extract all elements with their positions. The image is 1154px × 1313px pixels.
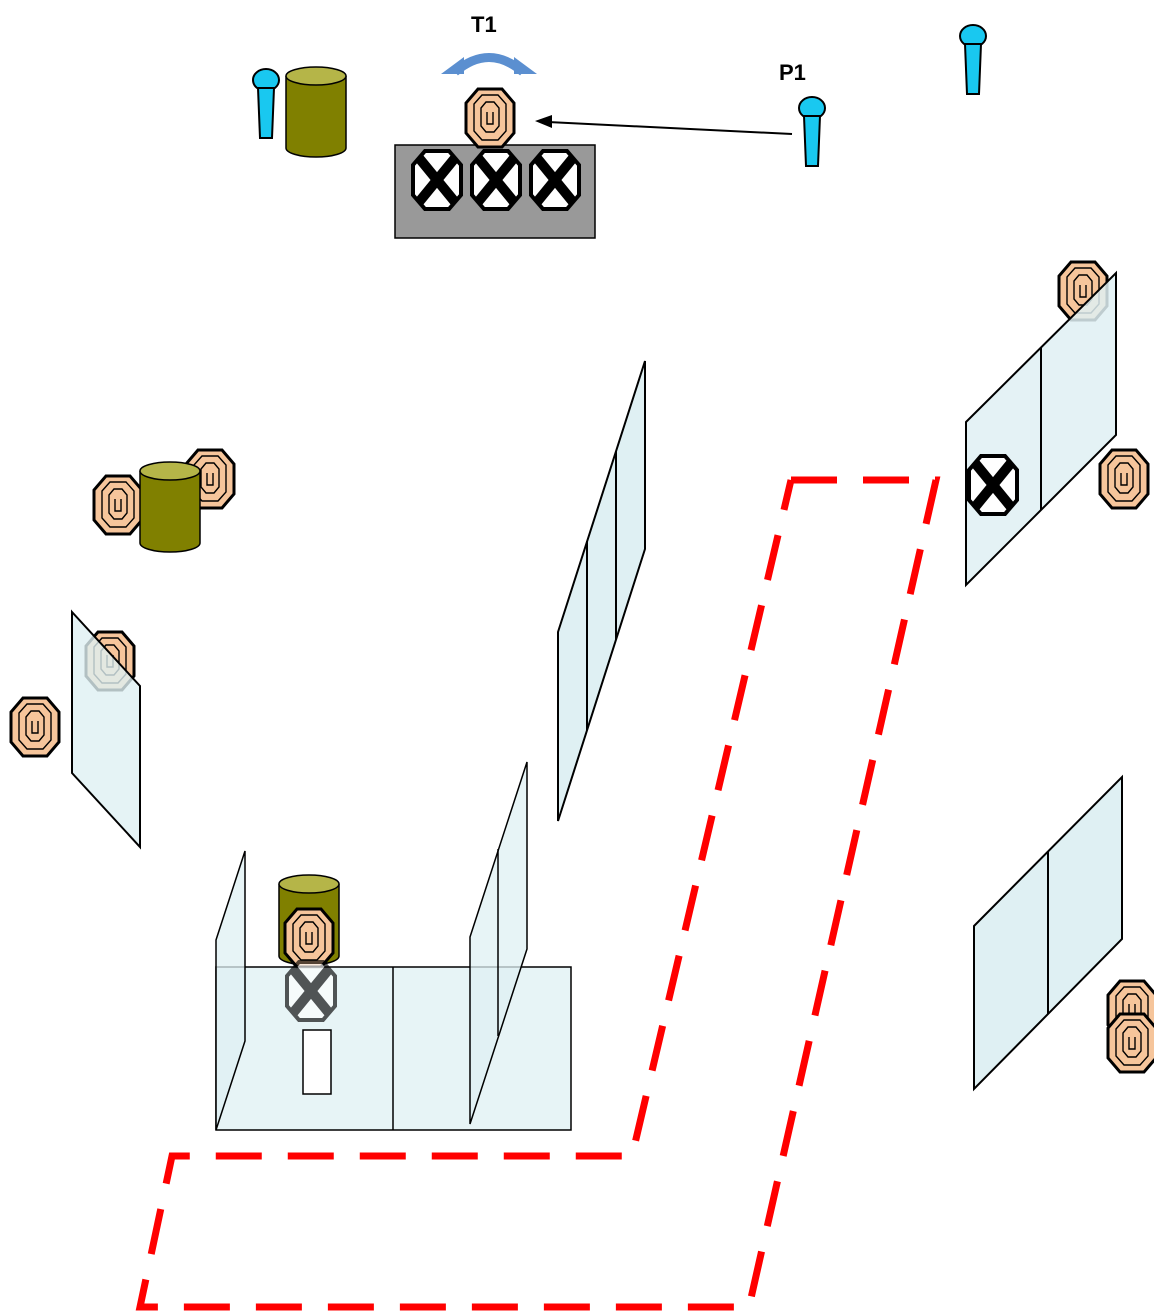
- wall-panel: [71, 609, 141, 850]
- no-shoot-target-icon: [531, 151, 579, 209]
- no-shoot-target-icon: [285, 960, 337, 1022]
- rotation-arrow-icon: [441, 53, 537, 76]
- barrel-icon: [285, 66, 347, 158]
- no-shoot-target-icon: [472, 151, 520, 209]
- barrel-icon: [139, 461, 201, 553]
- popper-label: P1: [779, 60, 806, 85]
- bottom-right-wall: [973, 774, 1123, 1092]
- no-shoot-target-icon: [413, 151, 461, 209]
- port-opening: [302, 1029, 332, 1095]
- paper-target-icon: [283, 907, 335, 969]
- center-wall: [557, 360, 646, 822]
- steel-popper-icon: [252, 68, 280, 139]
- steel-popper-icon: [798, 96, 826, 167]
- steel-popper-icon: [959, 24, 987, 95]
- paper-target-icon: [1106, 1012, 1154, 1074]
- port-wall: [215, 761, 572, 1131]
- turner-label: T1: [471, 12, 497, 37]
- swinger-target-icon: [464, 87, 516, 149]
- paper-target-icon: [1098, 448, 1150, 510]
- no-shoot-target-icon: [969, 456, 1017, 514]
- paper-target-icon: [92, 474, 144, 536]
- fault-line: [135, 476, 941, 1311]
- right-wall: [965, 270, 1117, 588]
- activation-line: [535, 115, 793, 135]
- paper-target-icon: [9, 696, 61, 758]
